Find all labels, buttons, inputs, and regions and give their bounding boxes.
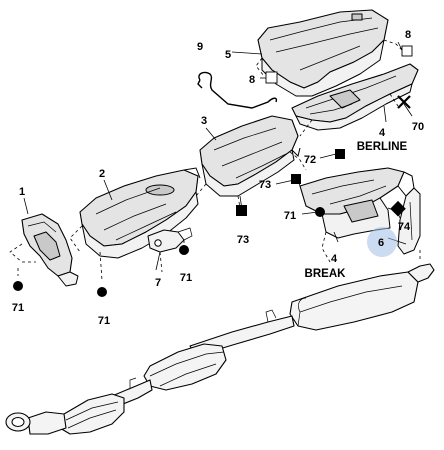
part-labels: 9 5 8 8 4 BERLINE 70 3 72 73 73 2 1 7 71… — [12, 29, 424, 327]
label-part-70: 70 — [412, 121, 424, 133]
heat-shield-part-3[interactable] — [199, 115, 301, 197]
label-part-5: 5 — [225, 49, 231, 61]
label-part-3: 3 — [201, 115, 207, 127]
dot-marker — [315, 207, 325, 217]
square-open-marker — [401, 45, 413, 57]
label-part-7: 7 — [155, 277, 161, 289]
dot-marker — [97, 287, 107, 297]
label-part-9: 9 — [197, 41, 203, 53]
square-marker — [291, 174, 301, 184]
square-open-marker — [265, 71, 278, 84]
bracket-part-7[interactable] — [147, 227, 193, 253]
bracket-part-6[interactable] — [397, 187, 421, 255]
label-break: BREAK — [305, 268, 347, 280]
exhaust-system — [5, 263, 435, 435]
label-part-74: 74 — [398, 221, 411, 233]
label-part-4-berline: 4 — [379, 127, 386, 139]
label-part-72: 72 — [304, 154, 316, 166]
label-part-71d: 71 — [284, 210, 296, 222]
dot-marker — [179, 245, 189, 255]
cross-marker — [397, 95, 411, 109]
label-part-1: 1 — [19, 186, 25, 198]
markers — [13, 45, 413, 297]
label-part-71b: 71 — [98, 315, 110, 327]
square-marker — [335, 149, 345, 159]
diamond-marker — [390, 200, 406, 217]
label-part-2: 2 — [99, 168, 105, 180]
heat-shield-part-2[interactable] — [79, 167, 201, 259]
heat-shield-part-5[interactable] — [257, 9, 389, 97]
selection-highlight — [367, 227, 397, 257]
wire-hanger-part-9[interactable] — [197, 71, 278, 109]
heat-shield-part-4-break[interactable] — [299, 167, 415, 239]
square-marker — [236, 205, 247, 216]
label-part-6: 6 — [378, 237, 384, 249]
label-berline: BERLINE — [357, 141, 408, 153]
label-part-8b: 8 — [405, 29, 411, 41]
dot-marker — [13, 281, 23, 291]
label-part-73b: 73 — [237, 234, 249, 246]
label-part-4-break: 4 — [331, 253, 338, 265]
heat-shield-part-1[interactable] — [21, 213, 79, 287]
label-part-8a: 8 — [249, 74, 255, 86]
label-part-71a: 71 — [12, 302, 24, 314]
label-part-71c: 71 — [180, 272, 192, 284]
label-part-73a: 73 — [259, 179, 271, 191]
